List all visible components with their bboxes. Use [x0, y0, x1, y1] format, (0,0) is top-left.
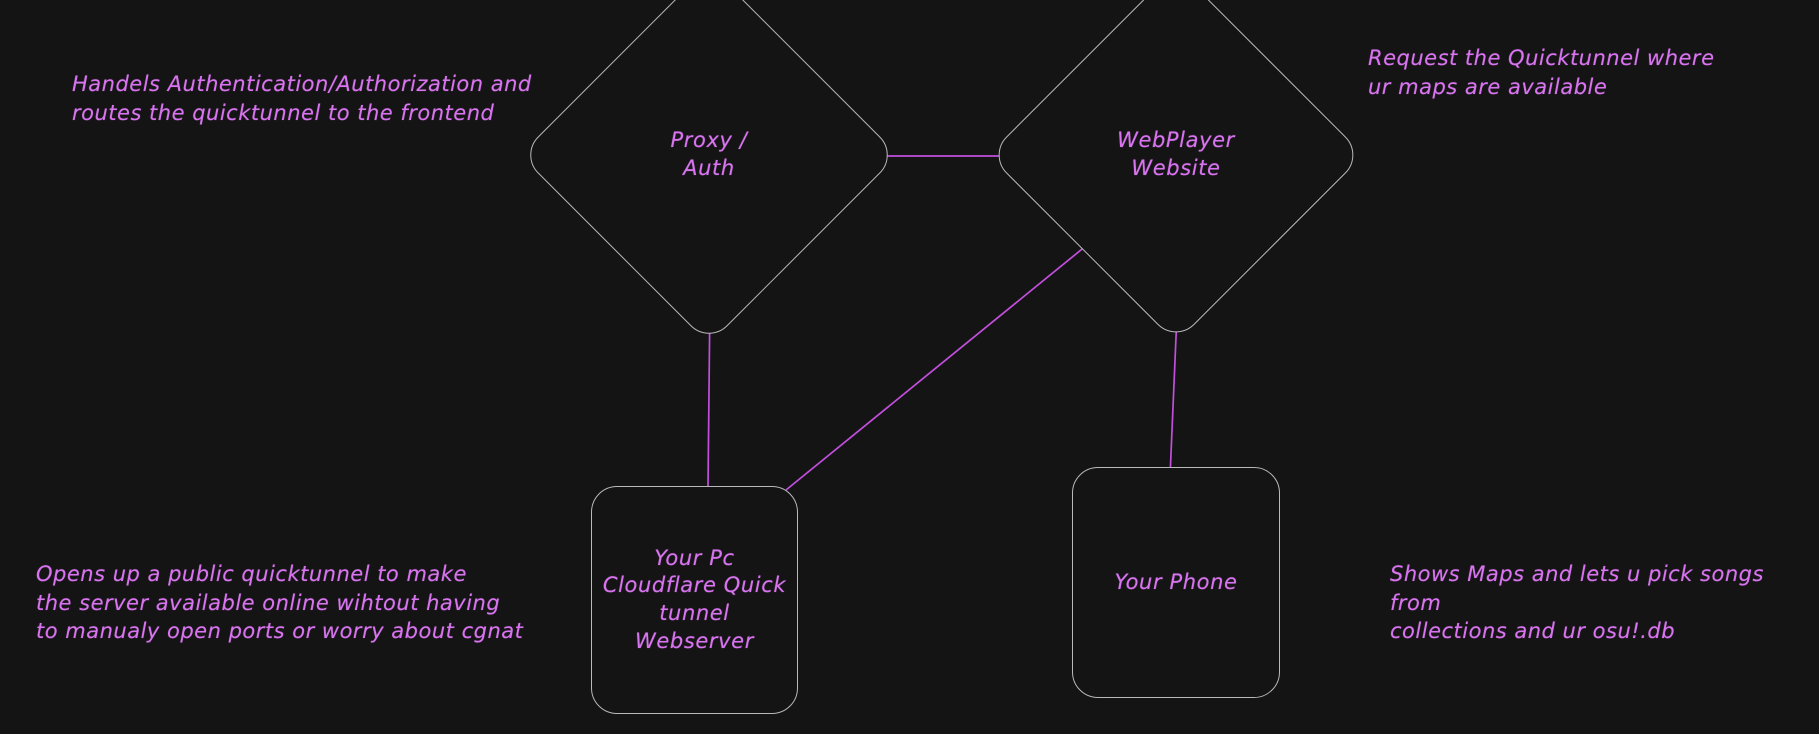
node-label-your-pc: Your Pc Cloudflare Quick tunnel Webserve… — [602, 545, 787, 653]
node-label-your-phone: Your Phone — [1114, 569, 1238, 594]
annotation-your-phone: Shows Maps and lets u pick songs from co… — [1390, 562, 1764, 644]
node-your-phone[interactable]: Your Phone — [1072, 467, 1280, 698]
node-shape-rect — [591, 486, 798, 714]
node-shape-rect — [1072, 467, 1280, 698]
edge-webplayer-to-yourphone — [1169, 313, 1178, 478]
node-label-webplayer-website: WebPlayer Website — [1117, 128, 1235, 180]
node-proxy-auth[interactable]: Proxy / Auth — [519, 0, 899, 345]
node-label-proxy-auth: Proxy / Auth — [670, 128, 748, 180]
annotation-your-pc: Opens up a public quicktunnel to make th… — [36, 562, 524, 644]
annotation-webplayer-website: Request the Quicktunnel where ur maps ar… — [1368, 46, 1715, 99]
node-your-pc[interactable]: Your Pc Cloudflare Quick tunnel Webserve… — [591, 486, 798, 714]
node-webplayer-website[interactable]: WebPlayer Website — [987, 0, 1365, 344]
annotation-proxy-auth: Handels Authentication/Authorization and… — [72, 72, 532, 125]
